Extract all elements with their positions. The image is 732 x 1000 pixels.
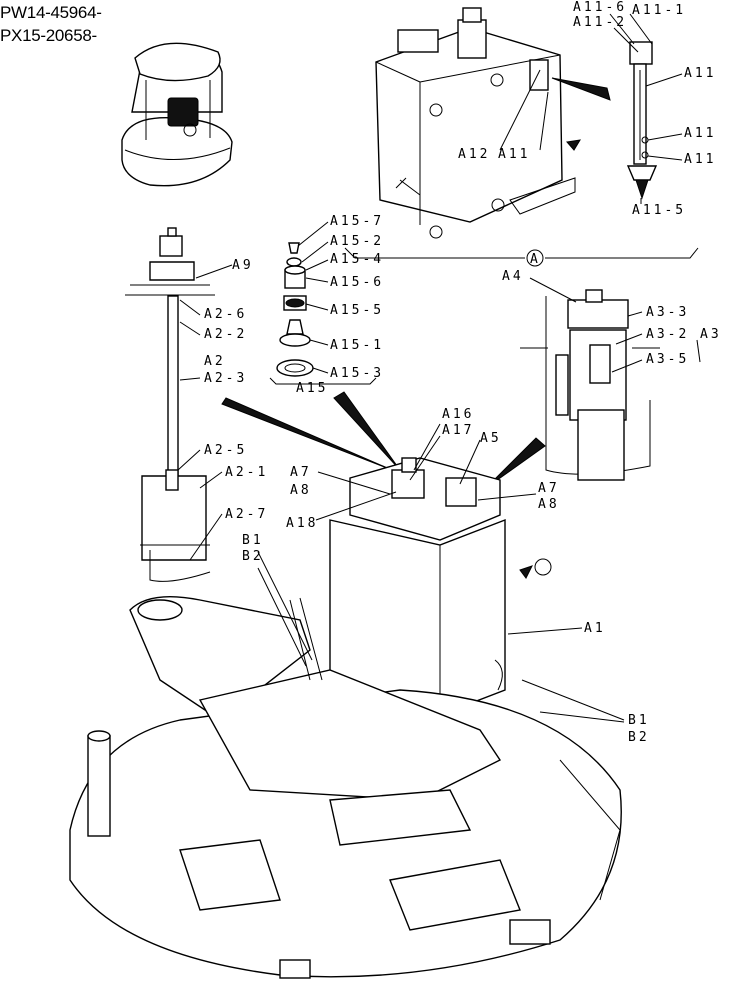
label-a9: A9 [232,258,254,273]
label-a15-4: A15-4 [330,252,384,267]
label-b2-top: B2 [242,549,264,564]
label-a15-7: A15-7 [330,214,384,229]
a2-level-sender [125,227,215,582]
label-a11-top: A11 [684,66,716,81]
label-a11-1: A11-1 [632,3,686,18]
label-a16: A16 [442,407,474,422]
leader-lines [177,13,701,723]
label-a11-low: A11 [684,152,716,167]
label-a4: A4 [502,269,524,284]
label-a2: A2 [204,354,226,369]
label-a15-6: A15-6 [330,275,384,290]
label-a15-3: A15-3 [330,366,384,381]
label-a3: A3 [700,327,722,342]
label-a8-right: A8 [538,497,560,512]
label-a15-1: A15-1 [330,338,384,353]
part-labels: A11-6 A11-2 A11-1 A11 A11 A11 A11-5 A12 … [204,0,722,745]
label-a15-2: A15-2 [330,234,384,249]
label-a11-6: A11-6 [573,0,627,15]
label-a7-right: A7 [538,481,560,496]
label-a11-2: A11-2 [573,15,627,30]
machine-thumbnail [121,42,233,187]
label-a1: A1 [584,621,606,636]
a15-exploded-parts [269,242,377,385]
label-a11-5: A11-5 [632,203,686,218]
label-b1-top: B1 [242,533,264,548]
serial-range-1: PW14-45964- [0,3,102,22]
label-b1-bottom: B1 [628,713,650,728]
label-a3-2: A3-2 [646,327,689,342]
label-a17: A17 [442,423,474,438]
label-a11-mid: A11 [684,126,716,141]
label-a8-left: A8 [290,483,312,498]
a3-breather-detail [520,289,660,481]
label-a2-5: A2-5 [204,443,247,458]
label-a18: A18 [286,516,318,531]
serial-range-2: PX15-20658- [0,26,97,45]
label-a2-1: A2-1 [225,465,268,480]
label-a15: A15 [296,381,328,396]
label-b2-bottom: B2 [628,730,650,745]
label-a2-2: A2-2 [204,327,247,342]
label-a7-left: A7 [290,465,312,480]
label-a2-6: A2-6 [204,307,247,322]
label-a5: A5 [480,431,502,446]
upper-inset-tank [375,7,611,239]
a11-gauge-detail [626,41,658,200]
label-a3-3: A3-3 [646,305,689,320]
label-a15-5: A15-5 [330,303,384,318]
upper-frame [69,595,622,979]
pointer-arrows [221,391,546,489]
hydraulic-tank [329,457,552,716]
detail-a-marker: A [530,252,538,267]
detail-a-bracket [344,247,699,267]
label-a2-7: A2-7 [225,507,268,522]
label-a11-inset: A11 [498,147,530,162]
label-a3-5: A3-5 [646,352,689,367]
label-a12: A12 [458,147,490,162]
label-a2-3: A2-3 [204,371,247,386]
